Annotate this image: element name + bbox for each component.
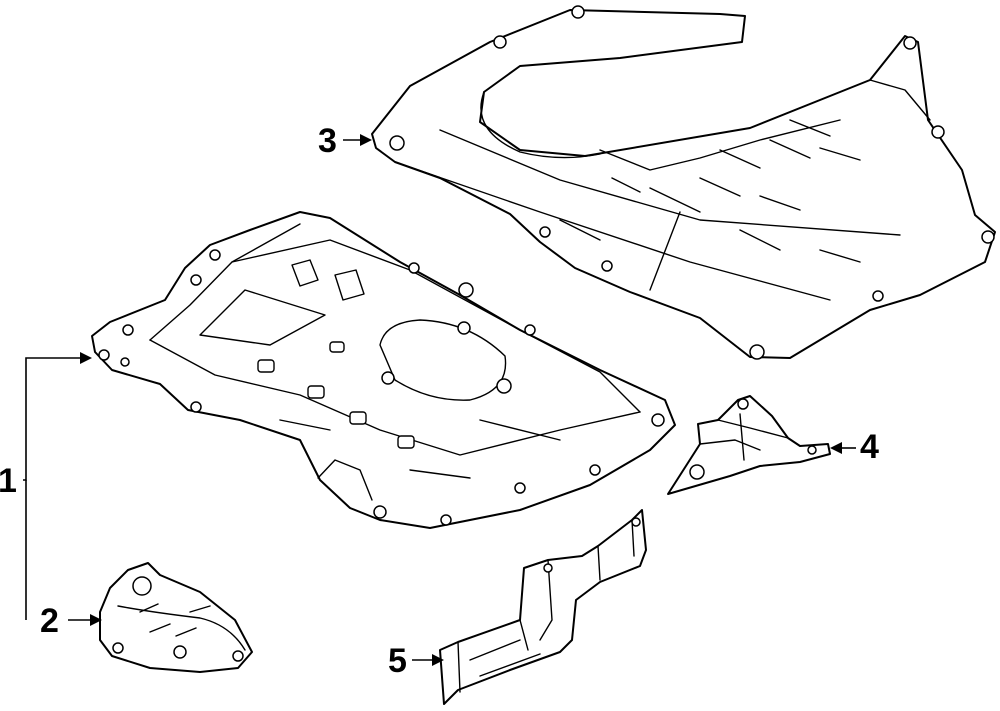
mount-hole bbox=[493, 35, 507, 49]
mount-hole bbox=[120, 357, 130, 367]
cover-slot bbox=[307, 385, 325, 399]
part-3-rear-shield bbox=[371, 5, 996, 360]
part-1-main-cover bbox=[91, 211, 676, 529]
callout-2: 2 bbox=[40, 602, 59, 640]
arrow-head bbox=[90, 614, 102, 626]
callout-1: 1 bbox=[0, 462, 17, 500]
mount-hole bbox=[689, 464, 705, 480]
mount-hole bbox=[524, 324, 536, 336]
arrow-head bbox=[80, 352, 92, 364]
mount-hole bbox=[112, 642, 124, 654]
mount-hole bbox=[232, 650, 244, 662]
mount-hole bbox=[122, 324, 134, 336]
callout-4: 4 bbox=[860, 428, 879, 466]
mount-hole bbox=[514, 482, 526, 494]
cover-slot bbox=[397, 435, 415, 449]
mount-hole bbox=[98, 349, 110, 361]
mount-hole bbox=[440, 514, 452, 526]
cover-slot bbox=[349, 411, 367, 425]
mount-hole bbox=[132, 576, 152, 596]
callout-3: 3 bbox=[318, 122, 337, 160]
mount-hole bbox=[539, 226, 551, 238]
mount-hole bbox=[458, 282, 474, 298]
mount-hole bbox=[543, 563, 553, 573]
mount-hole bbox=[872, 290, 884, 302]
arrow-head bbox=[360, 134, 372, 146]
mount-hole bbox=[190, 274, 202, 286]
mount-hole bbox=[571, 5, 585, 19]
mount-hole bbox=[981, 230, 995, 244]
arrow-head bbox=[830, 442, 842, 454]
mount-hole bbox=[931, 125, 945, 139]
mount-hole bbox=[173, 645, 187, 659]
leader-lines bbox=[23, 134, 856, 666]
mount-hole bbox=[190, 401, 202, 413]
mount-hole bbox=[903, 36, 917, 50]
mount-hole bbox=[389, 135, 405, 151]
mount-hole bbox=[749, 344, 765, 360]
mount-hole bbox=[589, 464, 601, 476]
mount-hole bbox=[496, 378, 512, 394]
mount-hole bbox=[457, 321, 471, 335]
arrow-head bbox=[432, 654, 444, 666]
mount-hole bbox=[209, 249, 221, 261]
mount-hole bbox=[737, 398, 749, 410]
mount-hole bbox=[381, 371, 395, 385]
mount-hole bbox=[408, 262, 420, 274]
mount-hole bbox=[373, 505, 387, 519]
mount-hole bbox=[601, 260, 613, 272]
cover-slot bbox=[329, 341, 345, 353]
part-2-small-shield bbox=[99, 562, 253, 673]
mount-hole bbox=[807, 445, 817, 455]
cover-slot bbox=[257, 359, 275, 373]
callout-5: 5 bbox=[388, 642, 407, 680]
part-5-deflector bbox=[439, 509, 647, 705]
mount-hole bbox=[651, 413, 665, 427]
mount-hole bbox=[631, 517, 641, 527]
part-4-side-bracket bbox=[667, 395, 831, 495]
